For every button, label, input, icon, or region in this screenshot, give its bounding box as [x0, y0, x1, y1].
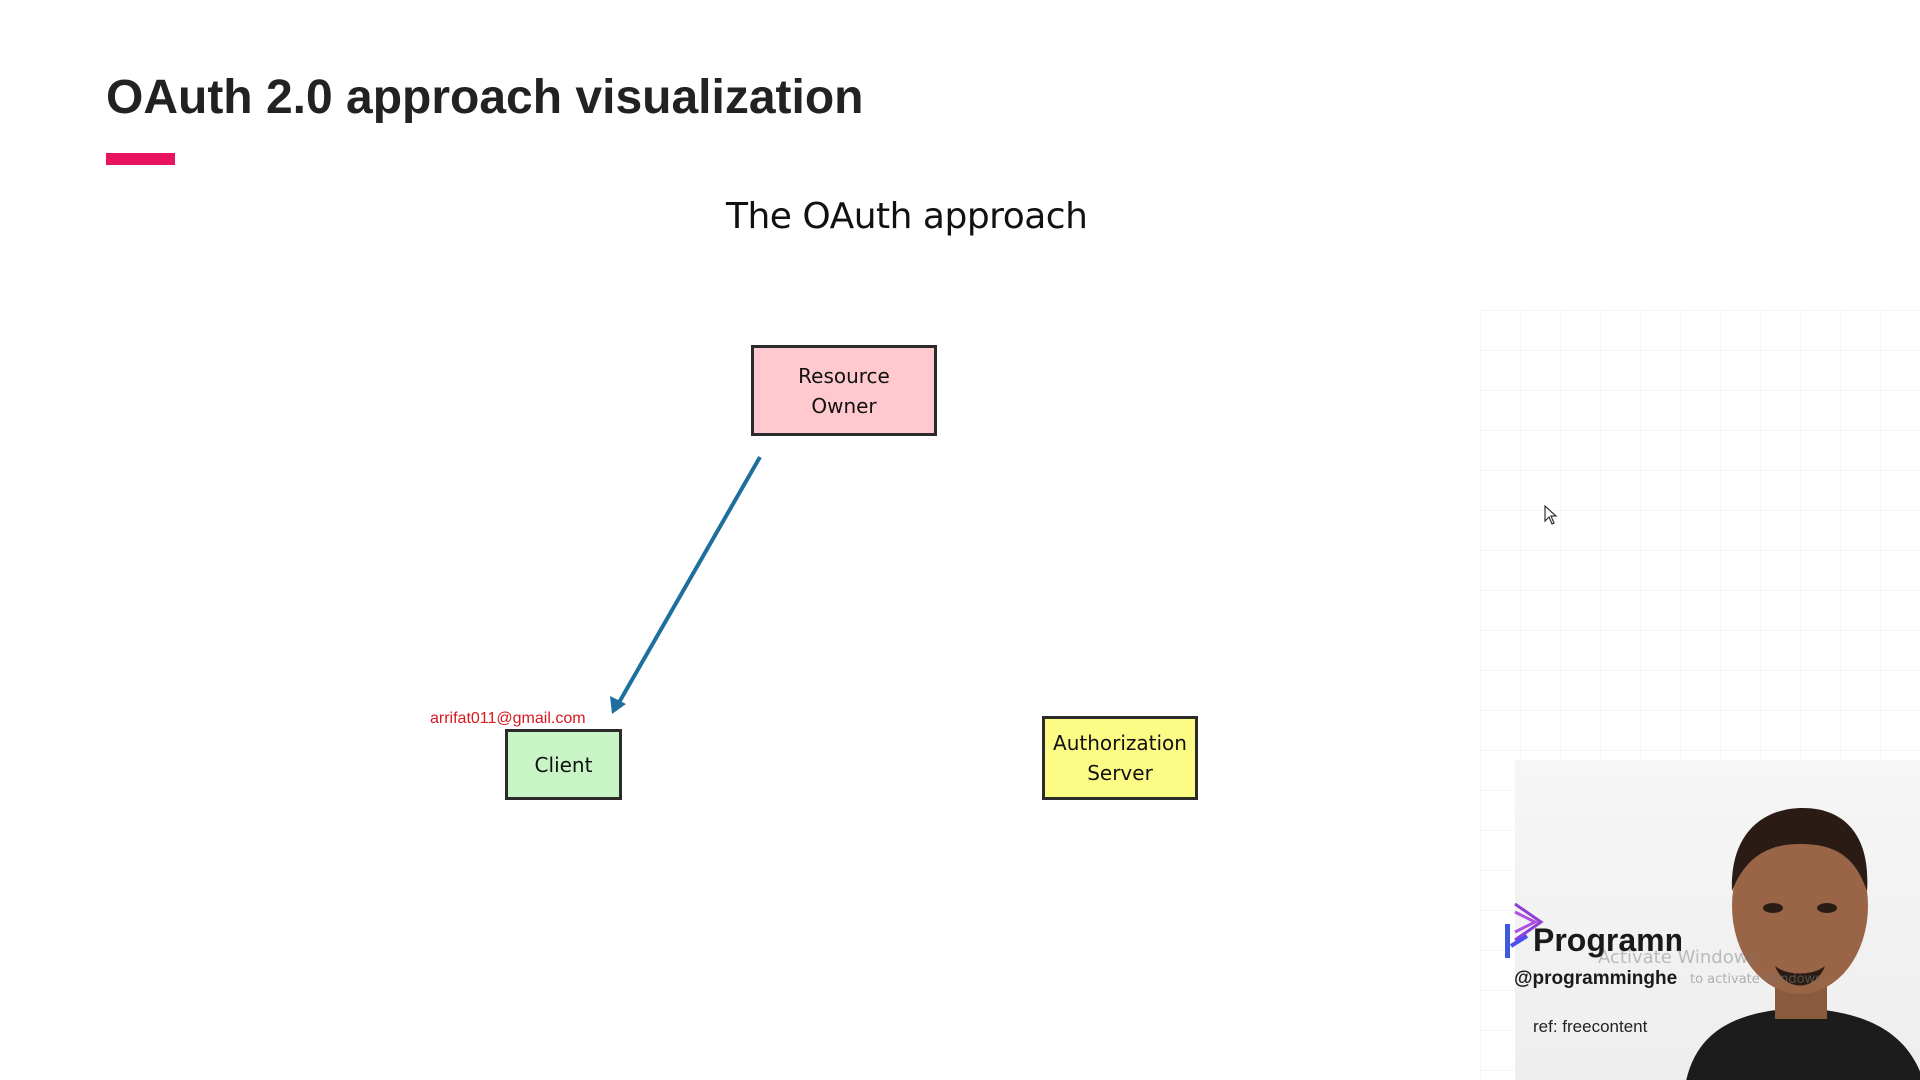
title-accent-bar: [106, 153, 175, 165]
authorization-server-box: Authorization Server: [1042, 716, 1198, 800]
email-annotation: arrifat011@gmail.com: [430, 710, 586, 727]
presenter-video: [1686, 808, 1920, 1080]
reference-note: ref: freecontent: [1533, 1017, 1648, 1036]
arrowhead: [610, 696, 626, 714]
client-box: Client: [505, 729, 622, 800]
channel-handle: @programminghe: [1514, 968, 1678, 989]
resource-owner-box: Resource Owner: [751, 345, 937, 436]
windows-activation-watermark-subtitle: to activate Windows.: [1690, 972, 1827, 987]
mouse-pointer-icon: [1544, 505, 1558, 525]
slide-title: OAuth 2.0 approach visualization: [106, 71, 864, 124]
arrow-resource-owner-to-client: [615, 456, 762, 707]
diagram-subtitle: The OAuth approach: [726, 196, 1088, 237]
play-arrow-logo-icon: [1505, 902, 1544, 958]
windows-activation-watermark-title: Activate Windows: [1598, 947, 1758, 968]
brand-name: Programm: [1533, 922, 1681, 958]
channel-branding: Programm: [1503, 900, 1703, 960]
webcam-overlay: [1515, 760, 1920, 1080]
